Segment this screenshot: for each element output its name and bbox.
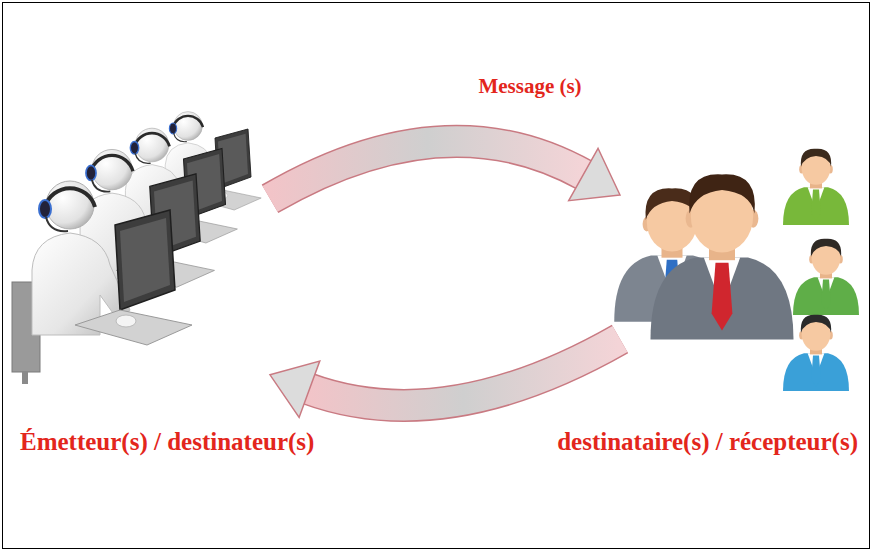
label-holder: destinataire(s) / récepteur(s) (557, 428, 858, 457)
edge-label-holder: Message (s) (478, 74, 581, 98)
operator-figure (32, 181, 192, 345)
arrow-head (270, 361, 320, 417)
person-icon (783, 149, 849, 225)
person-icon (783, 315, 849, 391)
receiver-group: destinataire(s) / récepteur(s) (620, 150, 850, 375)
arrow-band (270, 141, 585, 199)
arrow-band-outline (270, 141, 585, 199)
message-label: Message (s) (478, 74, 581, 98)
sender-group: Émetteur(s) / destinateur(s) (10, 130, 270, 385)
client-people (614, 149, 859, 391)
person-icon (793, 239, 859, 315)
art-rect (22, 372, 28, 384)
arrow-band-outline (308, 339, 620, 405)
call-center-operators (32, 112, 261, 345)
label-holder: Émetteur(s) / destinateur(s) (20, 428, 314, 457)
role-label: Émetteur(s) / destinateur(s) (20, 428, 314, 457)
role-label: destinataire(s) / récepteur(s) (557, 428, 858, 457)
arrow-head (569, 148, 620, 200)
curved-arrow (270, 339, 620, 417)
curved-arrow (270, 141, 620, 200)
arrow-band (308, 339, 620, 405)
person-icon (651, 174, 794, 339)
